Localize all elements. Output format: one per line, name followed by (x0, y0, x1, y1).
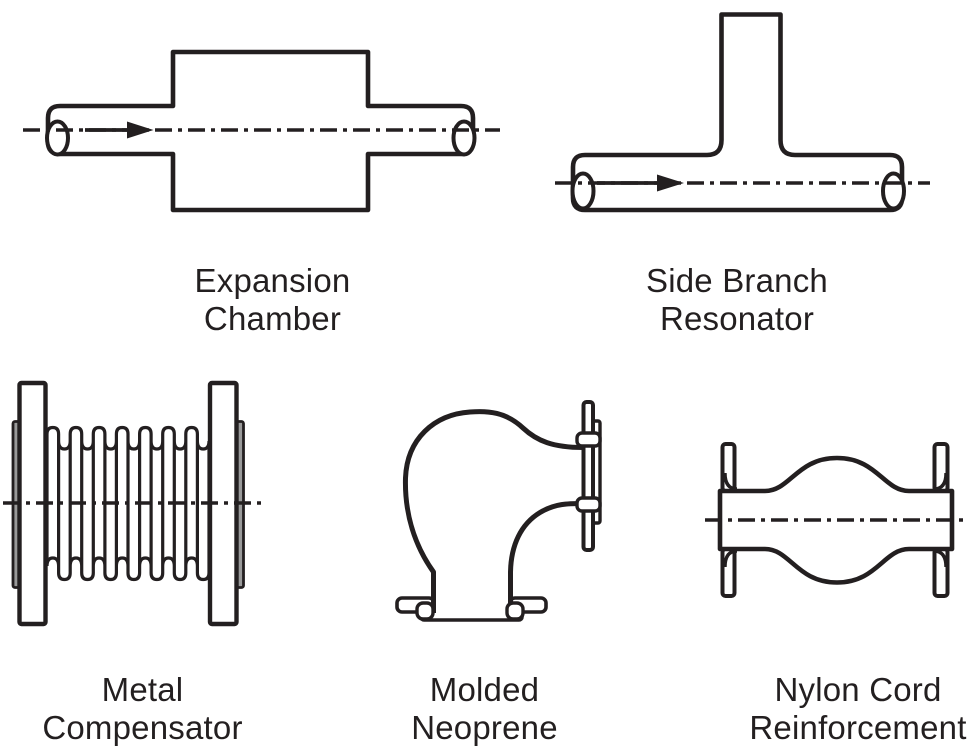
nylon-cord-reinforcement-drawing (705, 442, 967, 598)
pipe-opening-right (881, 171, 906, 211)
bulged-tube-outline (717, 455, 955, 585)
cuff-hook-right-bottom (933, 549, 948, 568)
pipe-opening-left (570, 171, 596, 211)
caption-metal-compensator: Metal Compensator (42, 671, 242, 747)
caption-expansion-chamber: Expansion Chamber (195, 262, 351, 338)
cuff-hook-right-top (933, 472, 948, 491)
side-branch-outline (570, 12, 905, 213)
caption-line: Expansion (194, 262, 351, 299)
caption-line: Resonator (659, 300, 815, 337)
caption-line: Side Branch (646, 262, 828, 299)
flow-arrow-icon (597, 174, 684, 192)
pipe-opening-left (45, 119, 70, 157)
bottom-bolt-left (415, 601, 435, 621)
molded-neoprene-drawing (395, 400, 602, 622)
elbow-body-fill (405, 411, 583, 613)
cuff-hook-left-top (723, 472, 738, 491)
caption-molded-neoprene: Molded Neoprene (411, 671, 558, 747)
caption-line: Neoprene (411, 709, 558, 746)
flange-bolt-bottom (575, 496, 602, 513)
bottom-bolt-right (505, 601, 525, 621)
caption-nylon-cord-reinforcement: Nylon Cord Reinforcement (749, 671, 966, 747)
caption-line: Reinforcement (749, 709, 967, 746)
flow-arrow-icon (85, 121, 154, 139)
flange-plate-right (581, 400, 595, 552)
caption-line: Metal (101, 671, 184, 708)
cuff-hook-left-bottom (723, 549, 738, 568)
caption-line: Compensator (42, 709, 243, 746)
caption-line: Chamber (203, 300, 342, 337)
metal-compensator-drawing (3, 380, 263, 627)
caption-line: Nylon Cord (774, 671, 942, 708)
caption-line: Molded (429, 671, 540, 708)
elbow-body-outline (402, 409, 584, 613)
pipe-opening-right (451, 119, 477, 157)
caption-side-branch-resonator: Side Branch Resonator (646, 262, 828, 338)
expansion-chamber-drawing (23, 49, 500, 213)
side-branch-resonator-drawing (555, 12, 930, 213)
flange-bolt-top (575, 431, 602, 448)
